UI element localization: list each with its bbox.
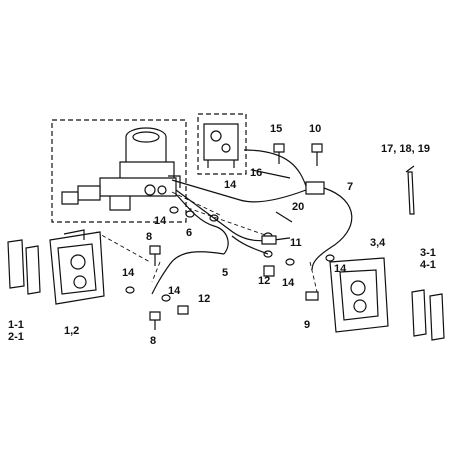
label-9: 9: [304, 319, 310, 331]
bolt-15: [273, 143, 285, 164]
label-8-top: 8: [146, 231, 152, 243]
label-14-b: 14: [154, 215, 167, 227]
part-17-18-19: [405, 165, 415, 215]
label-14-c: 14: [122, 267, 135, 279]
pads-right: [411, 289, 445, 341]
label-12-a: 12: [258, 275, 270, 287]
label-4-1: 4-1: [420, 259, 436, 271]
label-15: 15: [270, 123, 282, 135]
label-20: 20: [292, 201, 304, 213]
bolt-12-left: [177, 305, 189, 315]
leader-lines: [95, 191, 380, 297]
label-14-d: 14: [282, 277, 295, 289]
bolt-9: [305, 291, 319, 301]
part-16: [251, 169, 291, 179]
bolt-8-bottom: [149, 311, 161, 330]
label-11: 11: [290, 237, 302, 249]
washers-14: [125, 206, 335, 302]
label-14-f: 14: [168, 285, 181, 297]
caliper-inset-box: [197, 113, 247, 175]
part-20: [275, 211, 293, 223]
caliper-right: [329, 257, 389, 333]
label-12-b: 12: [198, 293, 210, 305]
label-1-1: 1-1: [8, 319, 24, 331]
label-14-a: 14: [224, 179, 237, 191]
label-16: 16: [250, 167, 262, 179]
bolt-12-right: [263, 265, 275, 277]
label-7: 7: [347, 181, 353, 193]
label-14-e: 14: [334, 263, 347, 275]
brake-lines: [151, 149, 353, 295]
bolt-8-top: [149, 245, 161, 266]
bolt-11: [261, 235, 277, 245]
label-3-1: 3-1: [420, 247, 436, 259]
label-6: 6: [186, 227, 192, 239]
label-3-4: 3,4: [370, 237, 386, 249]
bolt-10: [311, 143, 323, 166]
label-10: 10: [309, 123, 321, 135]
label-8-bottom: 8: [150, 335, 156, 347]
joint-7: [305, 181, 325, 195]
master-cylinder-inset-box: [51, 119, 187, 223]
label-5: 5: [222, 267, 228, 279]
caliper-left: [49, 229, 105, 305]
label-2-1: 2-1: [8, 331, 24, 343]
label-1-2: 1,2: [64, 325, 79, 337]
label-17-18-19: 17, 18, 19: [381, 143, 430, 155]
pads-left: [7, 239, 41, 295]
master-cylinder: [61, 127, 181, 211]
